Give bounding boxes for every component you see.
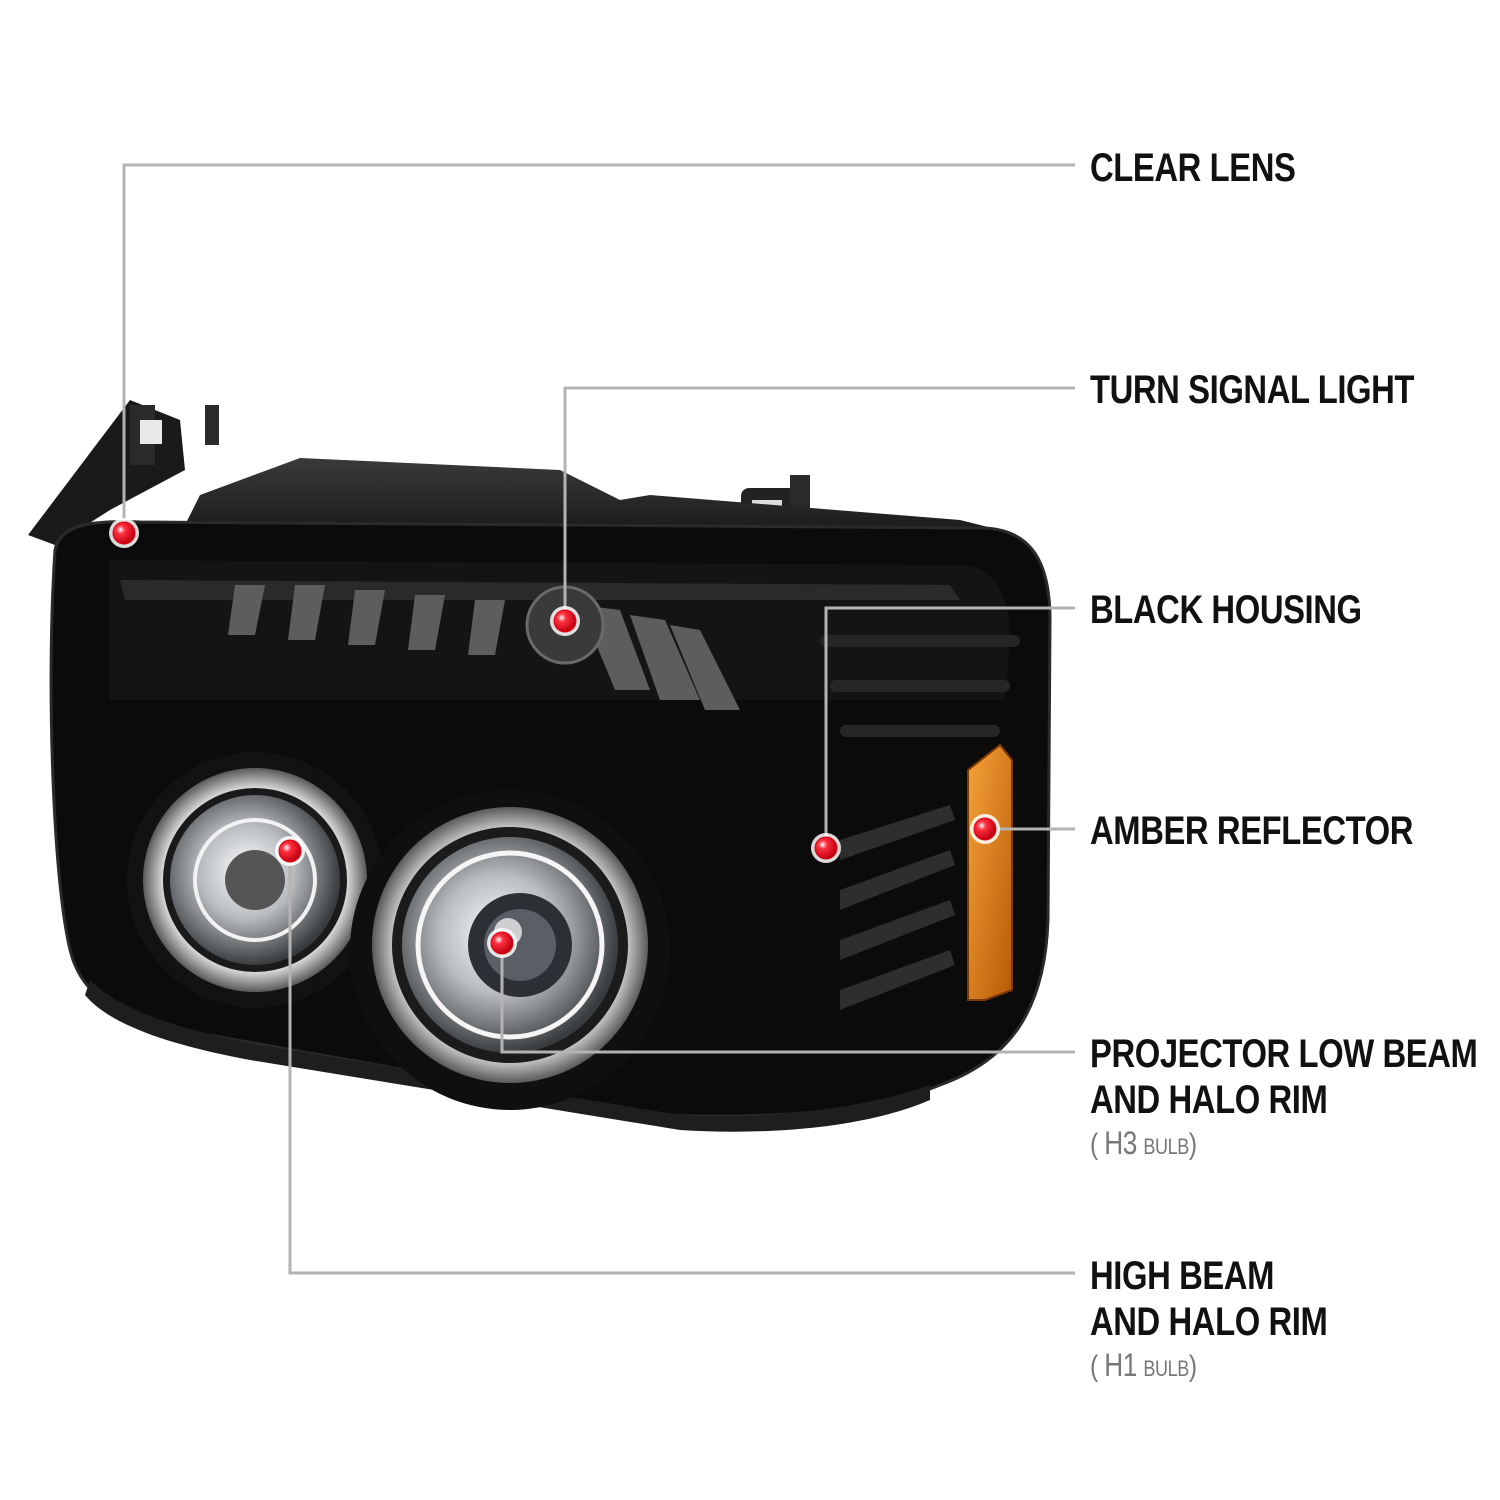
amber-reflector-part: [967, 743, 1013, 1001]
callout-text: AMBER REFLECTOR: [1090, 809, 1414, 853]
callout-label-clear-lens: CLEAR LENS: [1090, 145, 1296, 191]
callout-text: HIGH BEAM: [1090, 1254, 1275, 1298]
marker-dot-high-beam: [278, 839, 302, 863]
callout-text: CLEAR LENS: [1090, 146, 1296, 190]
callout-markers: [109, 518, 1000, 958]
callout-text: AND HALO RIM: [1090, 1078, 1328, 1122]
marker-dot-turn-signal-light: [553, 609, 577, 633]
callout-label-projector-low-beam: PROJECTOR LOW BEAM AND HALO RIM ( H3 BUL…: [1090, 1031, 1478, 1167]
marker-dot-amber-reflector: [973, 817, 997, 841]
bulb-code: H3: [1104, 1125, 1137, 1161]
callout-text: TURN SIGNAL LIGHT: [1090, 368, 1415, 412]
marker-dot-clear-lens: [112, 521, 136, 545]
callout-label-amber-reflector: AMBER REFLECTOR: [1090, 808, 1413, 854]
high-beam-lamp: [127, 752, 383, 1008]
bulb-spec: ( H3 BULB): [1090, 1125, 1197, 1161]
leader-line-black-housing: [824, 606, 1075, 848]
marker-dot-projector-low-beam: [490, 931, 514, 955]
leader-line-clear-lens: [122, 163, 1075, 533]
bulb-code: H1: [1104, 1347, 1137, 1383]
bulb-spec: ( H1 BULB): [1090, 1347, 1197, 1383]
callout-label-turn-signal-light: TURN SIGNAL LIGHT: [1090, 367, 1414, 413]
leader-line-projector-low-beam: [500, 943, 1075, 1054]
callout-label-high-beam: HIGH BEAM AND HALO RIM ( H1 BULB): [1090, 1253, 1328, 1389]
callout-text: PROJECTOR LOW BEAM: [1090, 1032, 1478, 1076]
callout-label-black-housing: BLACK HOUSING: [1090, 587, 1362, 633]
leader-line-turn-signal-light: [563, 386, 1075, 621]
leader-line-high-beam: [288, 851, 1075, 1275]
marker-dot-black-housing: [814, 836, 838, 860]
callout-text: AND HALO RIM: [1090, 1300, 1328, 1344]
callout-text: BLACK HOUSING: [1090, 588, 1362, 632]
